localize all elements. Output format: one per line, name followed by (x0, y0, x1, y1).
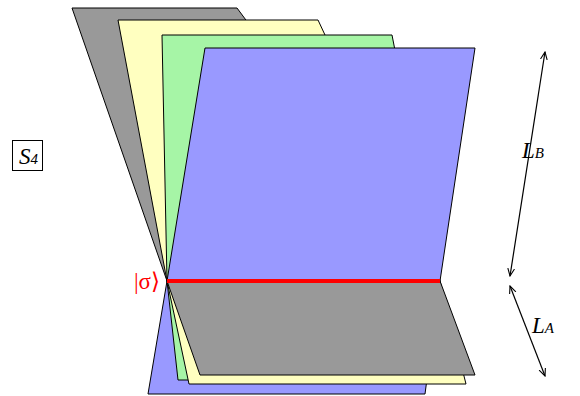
sheet-lower-gray (167, 281, 475, 375)
length-label: LA (532, 314, 554, 337)
length-label: LB (522, 139, 544, 162)
sheet-upper-blue (167, 48, 475, 281)
length-arrow-b (510, 52, 545, 276)
label-box: S4 (12, 140, 43, 171)
state-label: |σ⟩ (134, 270, 160, 293)
branch-cut (167, 279, 440, 283)
space-name: S4 (19, 145, 38, 168)
